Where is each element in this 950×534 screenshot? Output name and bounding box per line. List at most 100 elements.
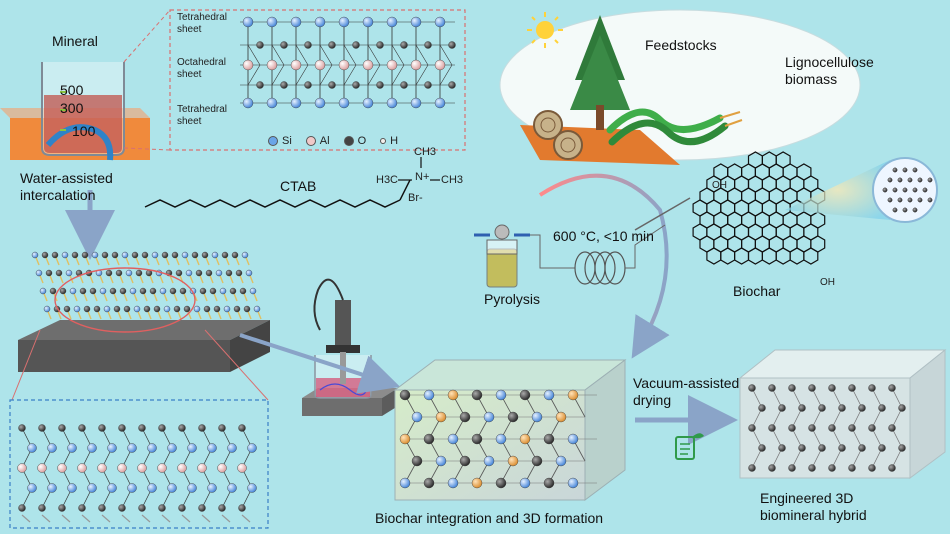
atom	[290, 16, 302, 28]
atom	[39, 287, 47, 295]
atom	[107, 443, 117, 453]
arrow-to-integration	[239, 333, 401, 394]
legend-h: H	[380, 135, 398, 147]
atom	[133, 305, 141, 313]
atom	[280, 81, 288, 89]
atom	[99, 287, 107, 295]
atom	[241, 251, 249, 259]
atom	[217, 463, 227, 473]
atom-legend: Si Al O H	[268, 135, 398, 147]
atom	[448, 41, 456, 49]
atom	[818, 444, 826, 452]
hexagon	[747, 247, 764, 265]
atom	[788, 464, 796, 472]
condition-label: 600 °C, <10 min	[553, 228, 654, 244]
atom	[868, 464, 876, 472]
atom	[71, 251, 79, 259]
atom	[519, 477, 531, 489]
atom	[338, 59, 350, 71]
atom	[434, 59, 446, 71]
atom	[78, 424, 86, 432]
atom	[531, 455, 543, 467]
atom	[907, 177, 913, 183]
atom	[242, 97, 254, 109]
atom	[256, 41, 264, 49]
atom	[386, 16, 398, 28]
atom	[242, 59, 254, 71]
atom	[768, 424, 776, 432]
atom	[912, 207, 918, 213]
atom	[423, 477, 435, 489]
hexagon	[789, 247, 805, 265]
atom	[434, 16, 446, 28]
atom	[758, 444, 766, 452]
atom	[266, 59, 278, 71]
atom	[423, 433, 435, 445]
atom	[314, 59, 326, 71]
atom	[888, 424, 896, 432]
atom	[249, 287, 257, 295]
atom	[471, 389, 483, 401]
atom	[423, 389, 435, 401]
atom	[304, 41, 312, 49]
atom	[38, 504, 46, 512]
atom	[171, 251, 179, 259]
atom	[207, 443, 217, 453]
atom	[888, 464, 896, 472]
ctab-n: N+	[415, 171, 430, 183]
atom	[858, 444, 866, 452]
atom	[159, 287, 167, 295]
legend-o: O	[343, 135, 366, 147]
atom	[65, 269, 73, 277]
atom	[858, 404, 866, 412]
atom	[912, 187, 918, 193]
atom	[808, 464, 816, 472]
atom	[868, 424, 876, 432]
atom	[448, 81, 456, 89]
atom	[424, 41, 432, 49]
atom	[922, 187, 928, 193]
atom	[887, 197, 893, 203]
atom	[198, 504, 206, 512]
atom	[113, 305, 121, 313]
atom	[158, 504, 166, 512]
atom	[195, 269, 203, 277]
atom	[459, 455, 471, 467]
layered-structure	[240, 16, 456, 109]
atom	[111, 251, 119, 259]
atom	[198, 424, 206, 432]
atom	[61, 251, 69, 259]
atom	[519, 433, 531, 445]
atom	[38, 424, 46, 432]
atom	[543, 389, 555, 401]
atom	[67, 483, 77, 493]
atom	[103, 305, 111, 313]
atom	[118, 424, 126, 432]
atom	[314, 97, 326, 109]
atom	[83, 305, 91, 313]
atom	[49, 287, 57, 295]
atom	[882, 187, 888, 193]
mineral-label: Mineral	[52, 33, 98, 49]
atom	[98, 424, 106, 432]
atom	[45, 269, 53, 277]
atom	[107, 483, 117, 493]
atom	[231, 251, 239, 259]
atom	[185, 269, 193, 277]
atom	[138, 424, 146, 432]
atom	[471, 477, 483, 489]
atom	[59, 287, 67, 295]
atom	[55, 269, 63, 277]
atom	[239, 287, 247, 295]
atom	[828, 424, 836, 432]
atom	[213, 305, 221, 313]
atom	[411, 455, 423, 467]
atom	[459, 411, 471, 423]
atom	[51, 251, 59, 259]
water-assisted-label: Water-assisted intercalation	[20, 170, 113, 203]
atom	[223, 305, 231, 313]
atom	[399, 477, 411, 489]
tree-icon	[570, 15, 630, 130]
atom	[219, 287, 227, 295]
